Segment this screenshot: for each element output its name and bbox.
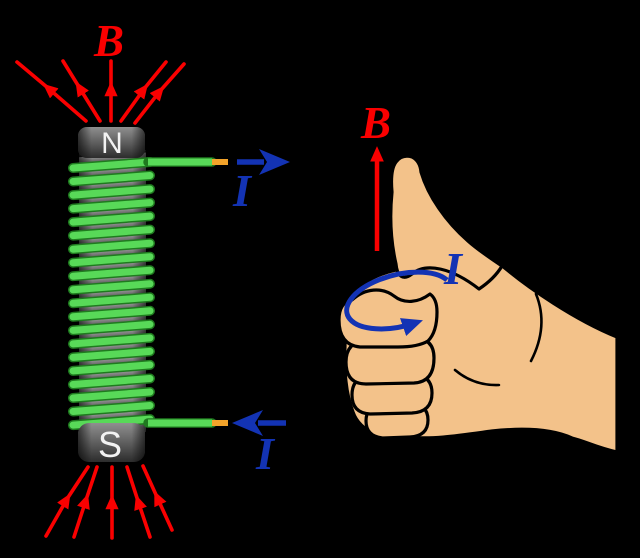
current-label-bottom: I bbox=[255, 428, 276, 479]
coil-turn bbox=[69, 388, 154, 402]
field-line bbox=[119, 60, 168, 123]
coil-turn bbox=[69, 307, 154, 321]
coil-turn bbox=[69, 158, 154, 172]
current-label-top: I bbox=[232, 165, 253, 216]
coil-turn bbox=[69, 226, 154, 240]
coil-turn bbox=[69, 293, 154, 307]
coil-turn bbox=[69, 280, 154, 294]
current-arrow-bottom: I bbox=[232, 410, 286, 479]
north-pole-cap: N bbox=[78, 127, 145, 160]
coil-turn bbox=[69, 320, 154, 334]
field-line bbox=[125, 465, 152, 539]
coil-turn bbox=[69, 172, 154, 185]
field-lines-north bbox=[15, 59, 186, 125]
field-line bbox=[141, 464, 174, 532]
hand-current-curl: I bbox=[344, 243, 464, 337]
hand-field-arrow: B bbox=[360, 98, 391, 251]
south-pole-cap: S bbox=[78, 423, 145, 465]
coil-turn bbox=[69, 402, 154, 415]
hand-current-label: I bbox=[443, 243, 464, 294]
north-pole-label: N bbox=[101, 127, 123, 160]
hand-current-curl-arrow bbox=[344, 269, 449, 337]
field-line bbox=[72, 465, 99, 539]
current-arrow-bottom-head bbox=[232, 410, 263, 436]
field-line bbox=[133, 62, 186, 125]
right-hand bbox=[337, 154, 619, 454]
field-lines-south bbox=[44, 464, 174, 540]
coil-turn bbox=[69, 347, 154, 361]
field-line bbox=[61, 59, 102, 123]
field-line bbox=[15, 60, 88, 123]
hand-field-label: B bbox=[360, 98, 391, 148]
coil-turn bbox=[69, 185, 154, 199]
coil-turn bbox=[69, 199, 154, 213]
field-line bbox=[44, 465, 90, 538]
coil-turn bbox=[69, 375, 154, 388]
palm-crease bbox=[453, 368, 501, 387]
south-pole-label: S bbox=[98, 424, 122, 465]
coil-turns bbox=[68, 157, 155, 431]
current-arrow-top-head bbox=[259, 149, 290, 175]
coil-turn bbox=[69, 212, 154, 226]
wrist-crease bbox=[529, 292, 543, 363]
coil-turn bbox=[69, 361, 154, 375]
coil-turn bbox=[69, 253, 154, 267]
solenoid-field-label: B bbox=[93, 16, 124, 66]
coil-turn bbox=[69, 239, 154, 253]
coil-turn bbox=[69, 266, 154, 280]
coil-turn bbox=[69, 334, 154, 348]
current-arrow-top: I bbox=[232, 149, 290, 216]
